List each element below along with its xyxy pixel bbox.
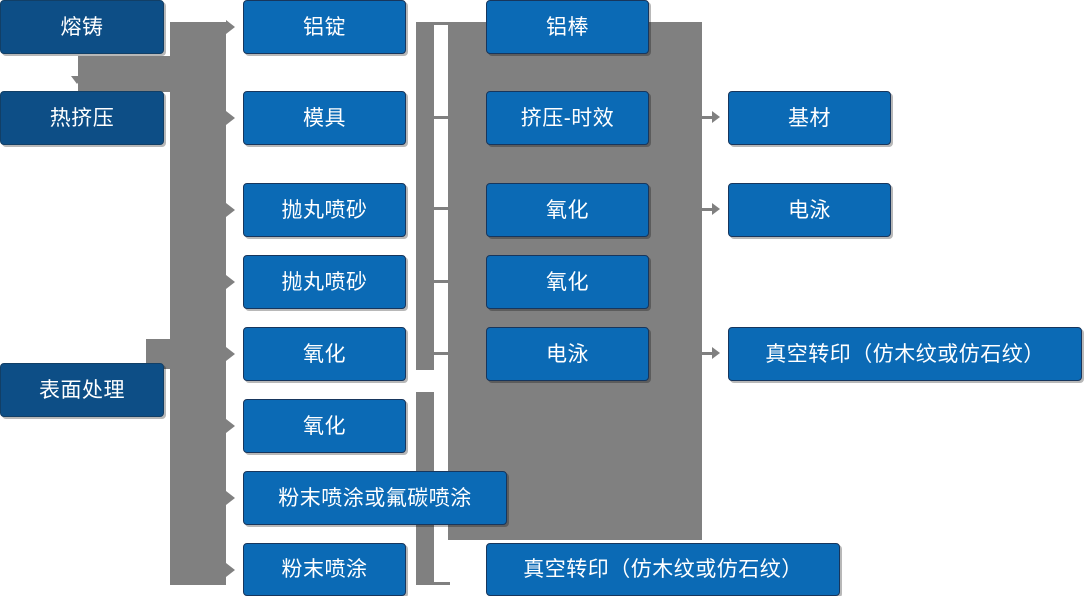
stem-to-vacuum-transfer-right	[702, 352, 714, 355]
node-oxidation-3-label: 氧化	[546, 198, 589, 222]
node-oxidation-3[interactable]: 氧化	[486, 183, 649, 237]
arrow-to-electrophoresis-2	[712, 203, 720, 215]
node-melt-cast-label: 熔铸	[60, 15, 104, 39]
tick-connector-2	[433, 116, 450, 119]
node-base-material[interactable]: 基材	[728, 91, 891, 145]
tick-connector-5	[433, 352, 450, 355]
stem-to-electrophoresis-2	[702, 208, 714, 211]
node-oxidation-4[interactable]: 氧化	[486, 255, 649, 309]
arrow-to-base-material	[712, 111, 720, 123]
node-electrophoresis-1[interactable]: 电泳	[486, 327, 649, 381]
node-aluminum-rod[interactable]: 铝棒	[486, 0, 649, 54]
arrow-to-mold	[226, 111, 235, 125]
tick-connector-3	[433, 207, 450, 210]
arrow-to-powder-coating	[226, 563, 235, 577]
node-vacuum-transfer-bottom-label: 真空转印（仿木纹或仿石纹）	[523, 558, 803, 581]
node-aluminum-ingot[interactable]: 铝锭	[243, 0, 406, 54]
node-mold-label: 模具	[303, 106, 346, 130]
connector-bar-mid-upper	[416, 22, 434, 370]
connector-trunk-left	[170, 22, 226, 585]
node-vacuum-transfer-right-label: 真空转印（仿木纹或仿石纹）	[765, 342, 1045, 366]
tick-connector-4	[433, 280, 450, 283]
node-aluminum-rod-label: 铝棒	[546, 15, 589, 39]
node-melt-cast[interactable]: 熔铸	[0, 0, 164, 54]
node-hot-extrusion-label: 热挤压	[49, 106, 115, 130]
node-vacuum-transfer-bottom[interactable]: 真空转印（仿木纹或仿石纹）	[486, 543, 840, 596]
node-oxidation-1-label: 氧化	[303, 342, 346, 366]
node-extrusion-aging-label: 挤压-时效	[520, 106, 615, 130]
node-electrophoresis-2-label: 电泳	[788, 198, 831, 222]
node-oxidation-2[interactable]: 氧化	[243, 399, 406, 453]
node-mold[interactable]: 模具	[243, 91, 406, 145]
node-oxidation-4-label: 氧化	[546, 270, 589, 294]
arrow-to-vacuum-transfer-right	[712, 347, 720, 359]
arrow-to-oxidation-1	[226, 347, 235, 361]
node-electrophoresis-2[interactable]: 电泳	[728, 183, 891, 237]
node-powder-or-fluorocarbon[interactable]: 粉末喷涂或氟碳喷涂	[243, 471, 507, 525]
node-powder-coating[interactable]: 粉末喷涂	[243, 543, 406, 596]
arrow-to-oxidation-2	[226, 419, 235, 433]
node-surface-treatment-label: 表面处理	[39, 378, 125, 402]
stem-to-base-material	[702, 116, 714, 119]
tick-connector-1	[433, 22, 450, 25]
connector-arrow-down-top	[71, 76, 83, 84]
node-shot-blasting-2-label: 抛丸喷砂	[281, 270, 368, 294]
node-extrusion-aging[interactable]: 挤压-时效	[486, 91, 649, 145]
node-powder-or-fluorocarbon-label: 粉末喷涂或氟碳喷涂	[278, 486, 472, 510]
node-shot-blasting-1-label: 抛丸喷砂	[281, 198, 368, 222]
arrow-to-powder-or-fluorocarbon	[226, 491, 235, 505]
node-shot-blasting-2[interactable]: 抛丸喷砂	[243, 255, 406, 309]
arrow-to-shot-blasting-1	[226, 203, 235, 217]
node-oxidation-2-label: 氧化	[303, 414, 346, 438]
tick-connector-6	[433, 582, 450, 585]
node-powder-coating-label: 粉末喷涂	[281, 558, 368, 581]
arrow-to-shot-blasting-2	[226, 275, 235, 289]
node-surface-treatment[interactable]: 表面处理	[0, 363, 164, 417]
node-vacuum-transfer-right[interactable]: 真空转印（仿木纹或仿石纹）	[728, 327, 1082, 381]
node-hot-extrusion[interactable]: 热挤压	[0, 91, 164, 145]
node-aluminum-ingot-label: 铝锭	[303, 15, 346, 39]
node-shot-blasting-1[interactable]: 抛丸喷砂	[243, 183, 406, 237]
node-base-material-label: 基材	[788, 106, 831, 130]
node-electrophoresis-1-label: 电泳	[546, 342, 589, 366]
node-oxidation-1[interactable]: 氧化	[243, 327, 406, 381]
arrow-to-aluminum-ingot	[226, 20, 235, 34]
